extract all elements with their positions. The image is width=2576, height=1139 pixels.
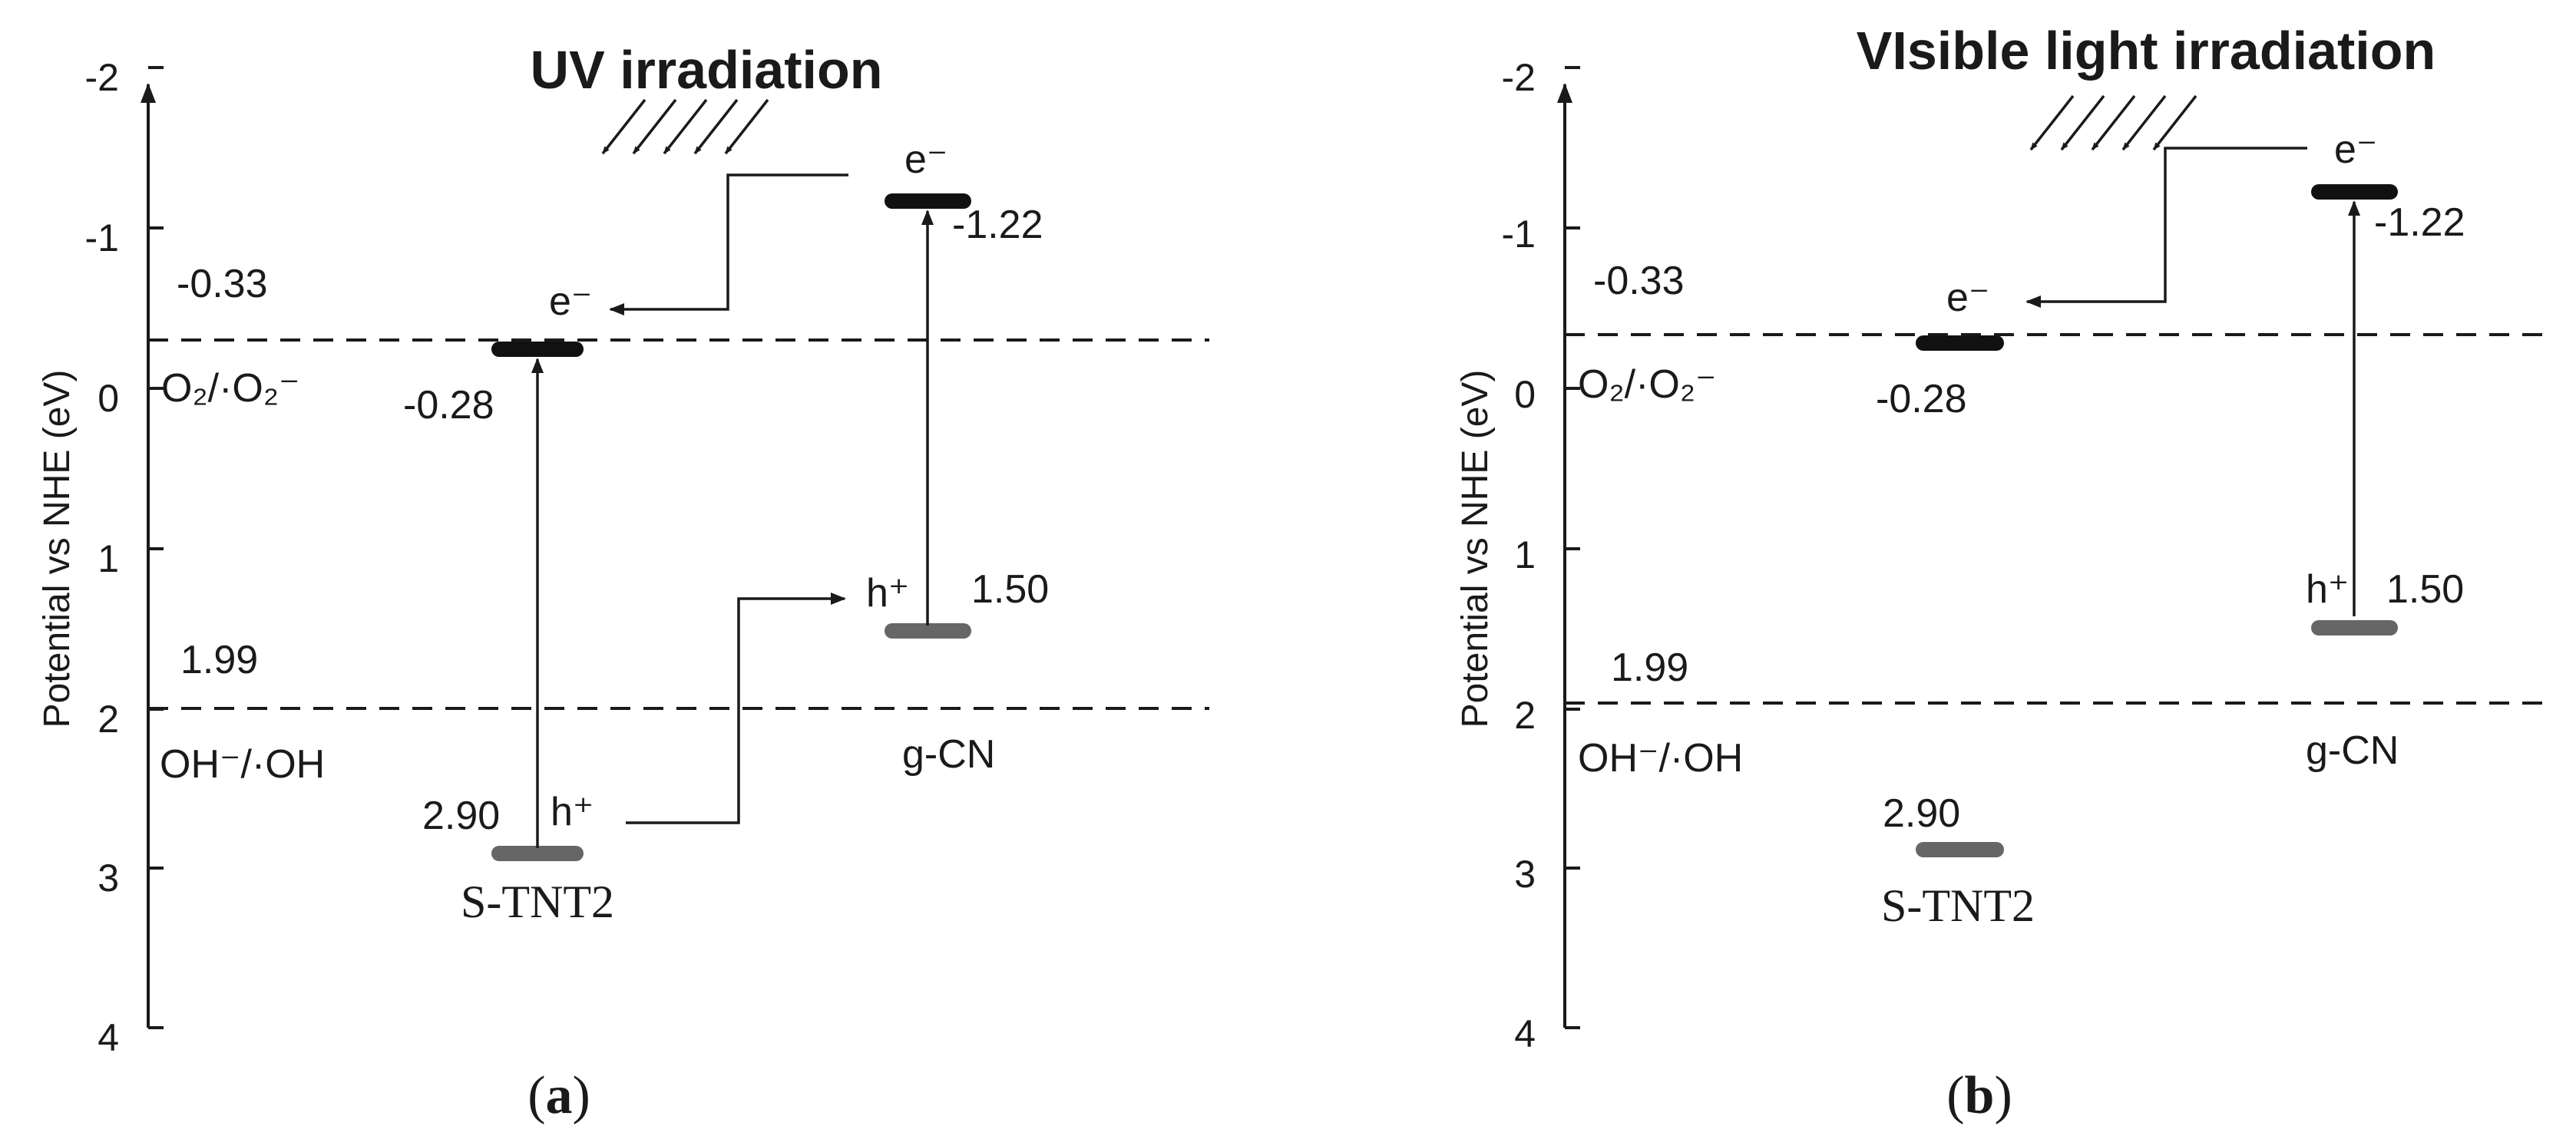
- panel-a-light-ray: [632, 98, 677, 155]
- panel-a-stnt2-name: S-TNT2: [461, 877, 614, 927]
- panel-b-gcn-name: g-CN: [2306, 728, 2399, 773]
- panel-a-redox-value-o2: -0.33: [177, 262, 268, 306]
- panel-b-stnt2-vb-value: 2.90: [1883, 791, 1960, 836]
- panel-a-caption: (a): [527, 1066, 590, 1125]
- panel-b-light-ray: [2152, 94, 2197, 151]
- panel-a-gcn-electron: e⁻: [904, 137, 947, 182]
- panel-a-redox-couple-o2: O₂/·O₂⁻: [161, 366, 299, 411]
- panel-a-stnt2-vb-value: 2.90: [422, 794, 500, 838]
- panel-b-gcn-electron: e⁻: [2334, 127, 2377, 172]
- panel-b-light-ray: [2091, 94, 2136, 151]
- panel-a-tick-label: 2: [98, 698, 119, 741]
- panel-b-light-ray: [2121, 94, 2167, 151]
- panel-b-tick-label: 4: [1514, 1012, 1536, 1055]
- panel-a-title: UV irradiation: [531, 40, 883, 100]
- panel-b-tick-label: 3: [1514, 853, 1536, 896]
- panel-b-tick-label: -1: [1502, 213, 1536, 256]
- panel-a-stnt2-hole: h⁺: [551, 790, 594, 834]
- panel-b-gcn-vb-value: 1.50: [2386, 567, 2464, 612]
- panel-a-gcn-cb-value: -1.22: [952, 203, 1043, 247]
- panel-a-tick-label: -2: [85, 56, 119, 99]
- panel-a-tick-label: -1: [85, 216, 119, 259]
- panel-b-redox-value-oh: 1.99: [1611, 645, 1688, 690]
- panel-b-title: VIsible light irradiation: [1857, 21, 2436, 81]
- panel-a-tick-label: 0: [98, 377, 119, 420]
- panel-a-redox-value-oh: 1.99: [180, 638, 258, 682]
- panel-b-light-ray: [2029, 94, 2075, 151]
- panel-a-light-ray: [724, 98, 769, 155]
- panel-b-redox-couple-o2: O₂/·O₂⁻: [1578, 362, 1716, 407]
- panel-a-gcn-hole: h⁺: [866, 571, 909, 616]
- panel-b-redox-couple-oh: OH⁻/·OH: [1578, 736, 1743, 781]
- panel-a-light-ray: [693, 98, 739, 155]
- panel-a-electron-transfer-arrow: [609, 173, 848, 315]
- panel-b: -2 -1 0 1 2 3 4 Potential vs NHE (eV) VI…: [1455, 21, 2553, 1125]
- panel-a-gcn-vb-value: 1.50: [971, 567, 1049, 612]
- panel-b-gcn-hole: h⁺: [2306, 567, 2349, 612]
- panel-a-stnt2-cb-value: -0.28: [403, 383, 494, 428]
- panel-b-redox-value-o2: -0.33: [1593, 259, 1685, 303]
- panel-a-tick-label: 3: [98, 857, 119, 900]
- panel-a-light-ray: [601, 98, 646, 155]
- panel-b-stnt2-cb-value: -0.28: [1876, 377, 1967, 421]
- panel-a-hole-transfer-arrow: [626, 593, 846, 824]
- panel-a-redox-couple-oh: OH⁻/·OH: [160, 742, 325, 787]
- panel-a-y-axis-label: Potential vs NHE (eV): [37, 370, 78, 728]
- panel-a-stnt2-electron: e⁻: [549, 279, 592, 324]
- panel-b-tick-label: 0: [1514, 373, 1536, 416]
- panel-a-tick-label: 1: [98, 537, 119, 580]
- panel-b-y-axis-label: Potential vs NHE (eV): [1455, 370, 1496, 728]
- panel-b-tick-label: 2: [1514, 694, 1536, 737]
- panel-b-stnt2-electron: e⁻: [1946, 276, 1989, 320]
- panel-b-caption: (b): [1946, 1066, 2012, 1125]
- panel-a: -2 -1 0 1 2 3 4 Potential vs NHE (eV) UV…: [37, 40, 1209, 1125]
- panel-a-gcn-name: g-CN: [902, 732, 995, 777]
- panel-a-light-ray: [663, 98, 708, 155]
- panel-b-stnt2-name: S-TNT2: [1881, 880, 2035, 931]
- panel-b-electron-transfer-arrow: [2025, 147, 2307, 308]
- panel-a-tick-label: 4: [98, 1016, 119, 1059]
- panel-b-tick-label: 1: [1514, 533, 1536, 576]
- panel-b-tick-label: -2: [1502, 56, 1536, 99]
- panel-b-gcn-cb-value: -1.22: [2374, 200, 2465, 245]
- panel-b-light-ray: [2060, 94, 2105, 151]
